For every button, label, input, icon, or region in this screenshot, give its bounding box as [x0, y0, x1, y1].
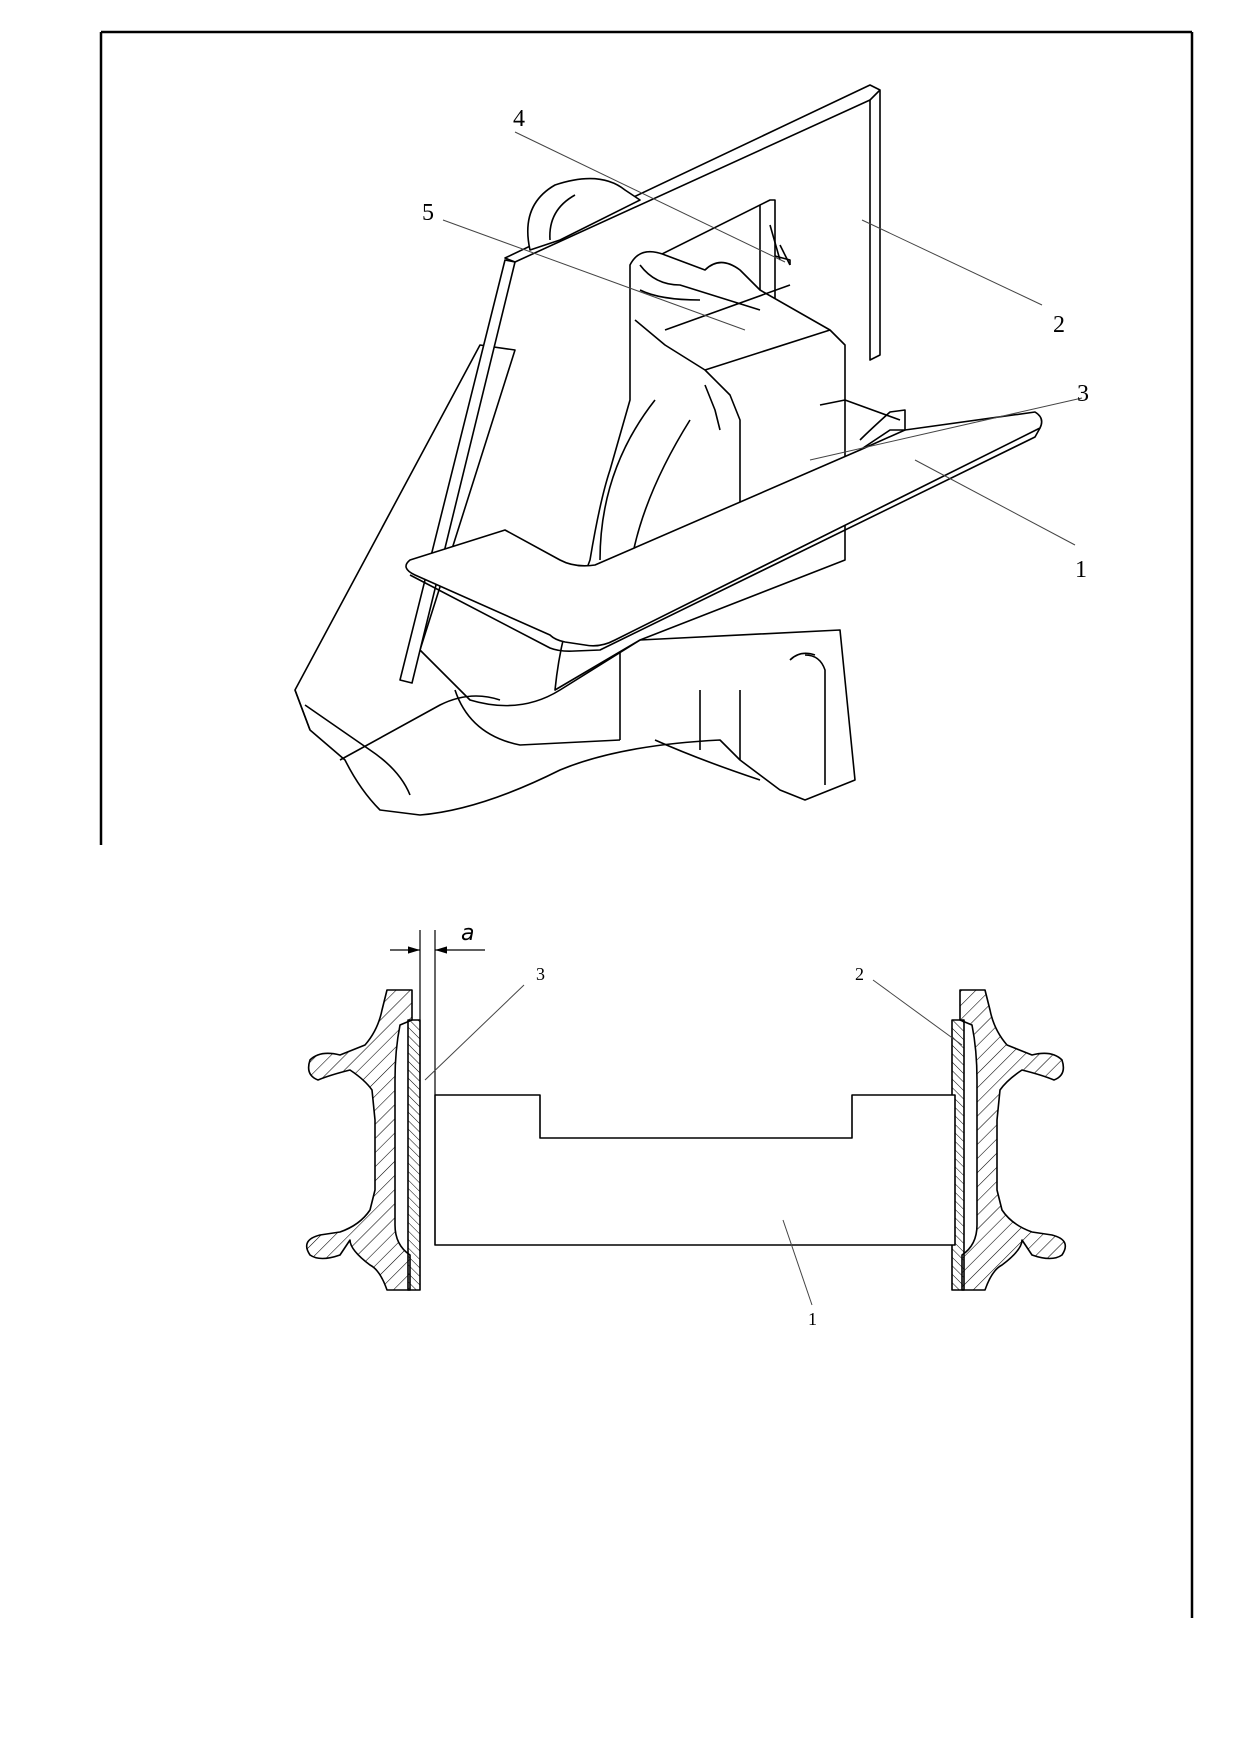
section-callout-2: 2 [855, 964, 864, 984]
iso-callouts: 4 5 2 3 1 [422, 106, 1089, 583]
center-block-section[interactable] [434, 1094, 956, 1246]
iso-callout-4: 4 [513, 106, 525, 132]
iso-callout-3: 3 [1077, 381, 1089, 407]
iso-callout-2: 2 [1053, 312, 1065, 338]
frame-lines [99, 30, 1194, 1618]
isometric-view: 4 5 2 3 1 [294, 84, 1089, 816]
section-leaders [424, 979, 963, 1306]
iso-leaders [442, 131, 1083, 546]
iso-callout-1: 1 [1075, 557, 1087, 583]
gap-dimension-label: a [461, 921, 474, 946]
section-callout-1: 1 [808, 1309, 817, 1329]
iso-callout-5: 5 [422, 200, 434, 226]
section-callouts: 3 2 1 [536, 964, 864, 1329]
base-plate[interactable] [405, 409, 1043, 652]
rear-boss [526, 177, 641, 251]
left-casting-section [305, 989, 413, 1291]
detail-4-mark [774, 255, 791, 265]
left-liner-plate[interactable] [407, 1019, 421, 1291]
casting-base [294, 344, 856, 816]
right-casting-section [959, 989, 1067, 1291]
gap-dimension [390, 930, 485, 1095]
section-view: a 3 2 1 [305, 921, 1067, 1329]
section-callout-3: 3 [536, 964, 545, 984]
